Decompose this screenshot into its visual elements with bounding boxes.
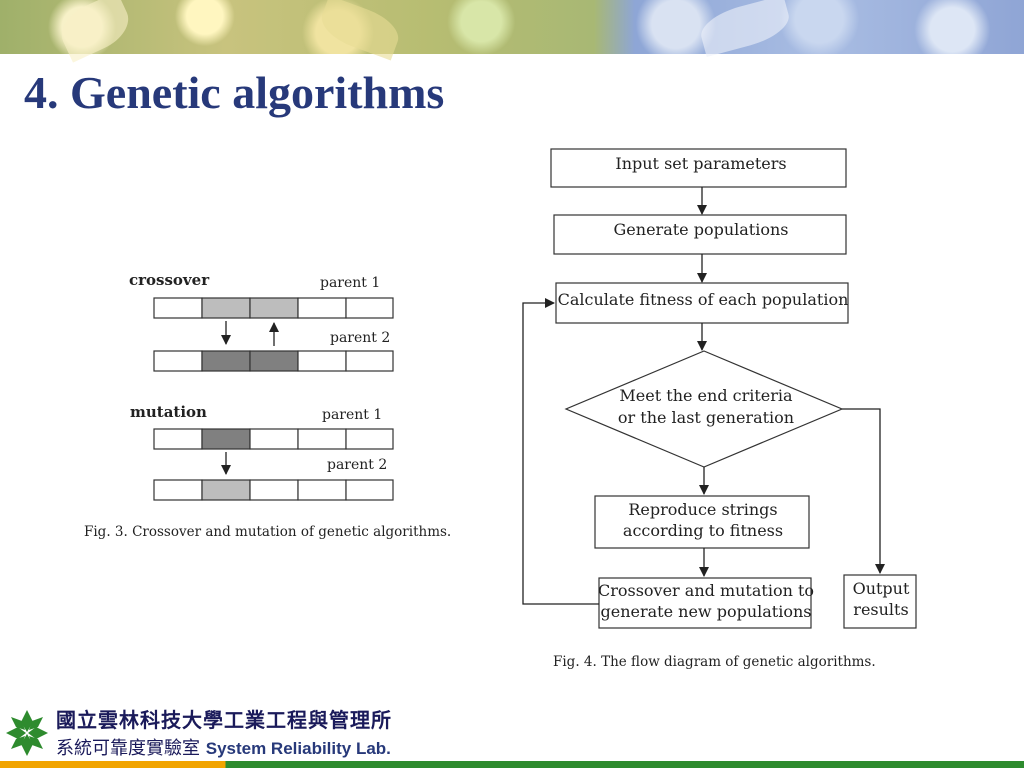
gene-cell-mutated — [201, 479, 251, 501]
flow-node-crossover-mutation — [598, 577, 812, 629]
lab-name: 系統可靠度實驗室 System Reliability Lab. — [56, 734, 391, 760]
flow-arrow-to-output — [842, 408, 885, 574]
flow-node-input — [550, 148, 847, 188]
crossover-label: crossover — [129, 271, 210, 289]
slide-title: 4. Genetic algorithms — [24, 67, 445, 118]
flow-node-generate-label: Generate populations — [614, 220, 789, 239]
gene-cell — [249, 428, 299, 450]
gene-cell-swapped — [249, 350, 299, 372]
flow-decision-label-line1: Meet the end criteria — [619, 386, 793, 405]
gene-cell — [345, 428, 394, 450]
gene-cell-swapped — [201, 350, 251, 372]
lab-name-chinese: 系統可靠度實驗室 — [56, 738, 200, 759]
gene-cell-mutated — [201, 428, 251, 450]
header-banner — [0, 0, 1024, 63]
footer-color-bar — [0, 761, 1024, 768]
lab-logo-icon — [6, 710, 48, 756]
gene-cell — [153, 428, 203, 450]
gene-cell — [249, 479, 299, 501]
parent2-label: parent 2 — [330, 330, 390, 346]
parent1-label: parent 1 — [320, 275, 380, 291]
flow-node-fitness — [555, 282, 849, 324]
flow-node-reproduce-label-line1: Reproduce strings — [628, 500, 777, 519]
gene-cell — [345, 297, 394, 319]
parent2-label: parent 2 — [327, 457, 387, 473]
mutation-label: mutation — [130, 403, 207, 421]
flow-node-generate — [553, 214, 847, 255]
parent1-label: parent 1 — [322, 407, 382, 423]
gene-cell — [297, 428, 347, 450]
institute-name-chinese: 國立雲林科技大學工業工程與管理所 — [56, 708, 392, 732]
figure4-caption: Fig. 4. The flow diagram of genetic algo… — [553, 654, 876, 670]
flow-node-crossover-label-line1: Crossover and mutation to — [598, 581, 814, 600]
flow-node-output — [843, 574, 917, 629]
gene-cell — [153, 350, 203, 372]
mutation-parent1-chromosome — [153, 428, 394, 450]
ga-flow-diagram: Input set parameters Generate population… — [522, 148, 917, 670]
gene-cell — [345, 350, 394, 372]
gene-cell — [297, 297, 347, 319]
flow-loop-arrow — [522, 298, 599, 605]
gene-cell — [297, 479, 347, 501]
gene-cell — [297, 350, 347, 372]
crossover-parent2-chromosome — [153, 350, 394, 372]
gene-cell-selected — [201, 297, 251, 319]
gene-cell — [153, 297, 203, 319]
gene-cell — [345, 479, 394, 501]
flow-decision-label-line2: or the last generation — [618, 408, 794, 427]
mutation-parent2-chromosome — [153, 479, 394, 501]
crossover-mutation-figure: crossover parent 1 parent 2 mutation par… — [84, 271, 451, 540]
flow-node-output-label-line2: results — [853, 600, 908, 619]
flow-node-output-label-line1: Output — [853, 579, 910, 598]
flow-node-reproduce-label-line2: according to fitness — [623, 521, 783, 540]
crossover-parent1-chromosome — [153, 297, 394, 319]
flow-node-reproduce — [594, 495, 810, 549]
lab-name-english: System Reliability Lab. — [205, 739, 391, 758]
gene-cell-selected — [249, 297, 299, 319]
flow-node-fitness-label: Calculate fitness of each population — [558, 290, 849, 309]
figure3-caption: Fig. 3. Crossover and mutation of geneti… — [84, 524, 451, 540]
flow-node-input-label: Input set parameters — [615, 154, 786, 173]
flow-node-crossover-label-line2: generate new populations — [601, 602, 812, 621]
gene-cell — [153, 479, 203, 501]
